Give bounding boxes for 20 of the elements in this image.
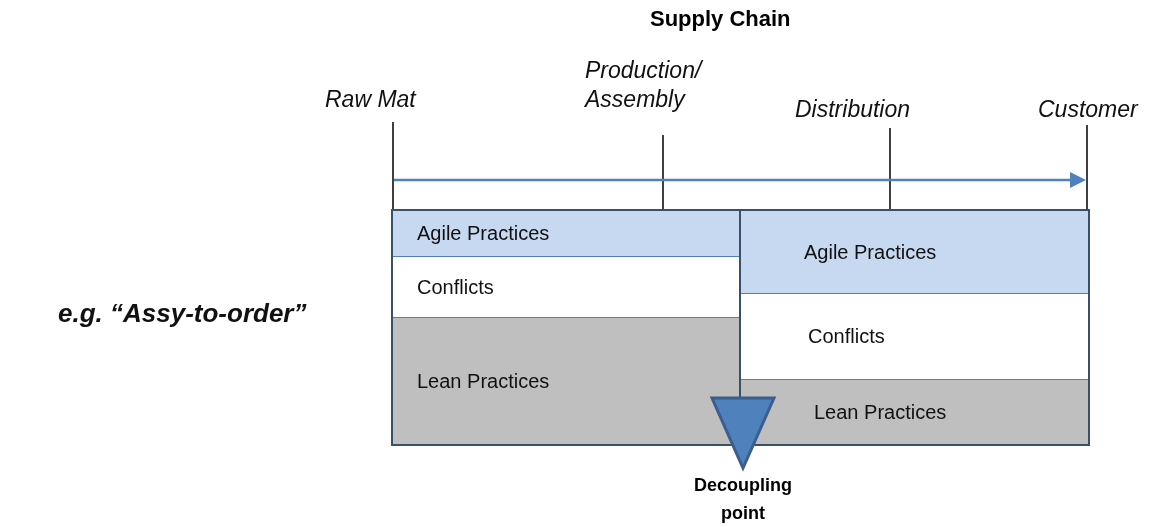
stage-label: Distribution xyxy=(795,96,911,123)
band-label: Lean Practices xyxy=(417,369,550,393)
agile-band xyxy=(393,211,740,257)
outer-box xyxy=(391,209,1090,446)
lean-band xyxy=(393,318,740,444)
band-label: Agile Practices xyxy=(417,222,550,245)
band-label: Conflicts xyxy=(808,325,885,348)
decoupling-label: Decoupling point xyxy=(693,474,793,525)
example-label: e.g. “Assy-to-order” xyxy=(58,298,307,329)
conflict-band xyxy=(740,294,1088,380)
conflict-band xyxy=(393,257,740,318)
band-label: Agile Practices xyxy=(804,240,937,264)
title: Supply Chain xyxy=(650,6,791,32)
band-label: Conflicts xyxy=(417,275,494,299)
stage-label: Production/ Assembly xyxy=(585,56,705,114)
stage-label: Customer xyxy=(1038,96,1138,123)
band-label: Lean Practices xyxy=(814,400,947,424)
agile-band xyxy=(740,211,1088,294)
lean-band xyxy=(740,380,1088,444)
stage-label: Raw Mat xyxy=(325,86,416,113)
